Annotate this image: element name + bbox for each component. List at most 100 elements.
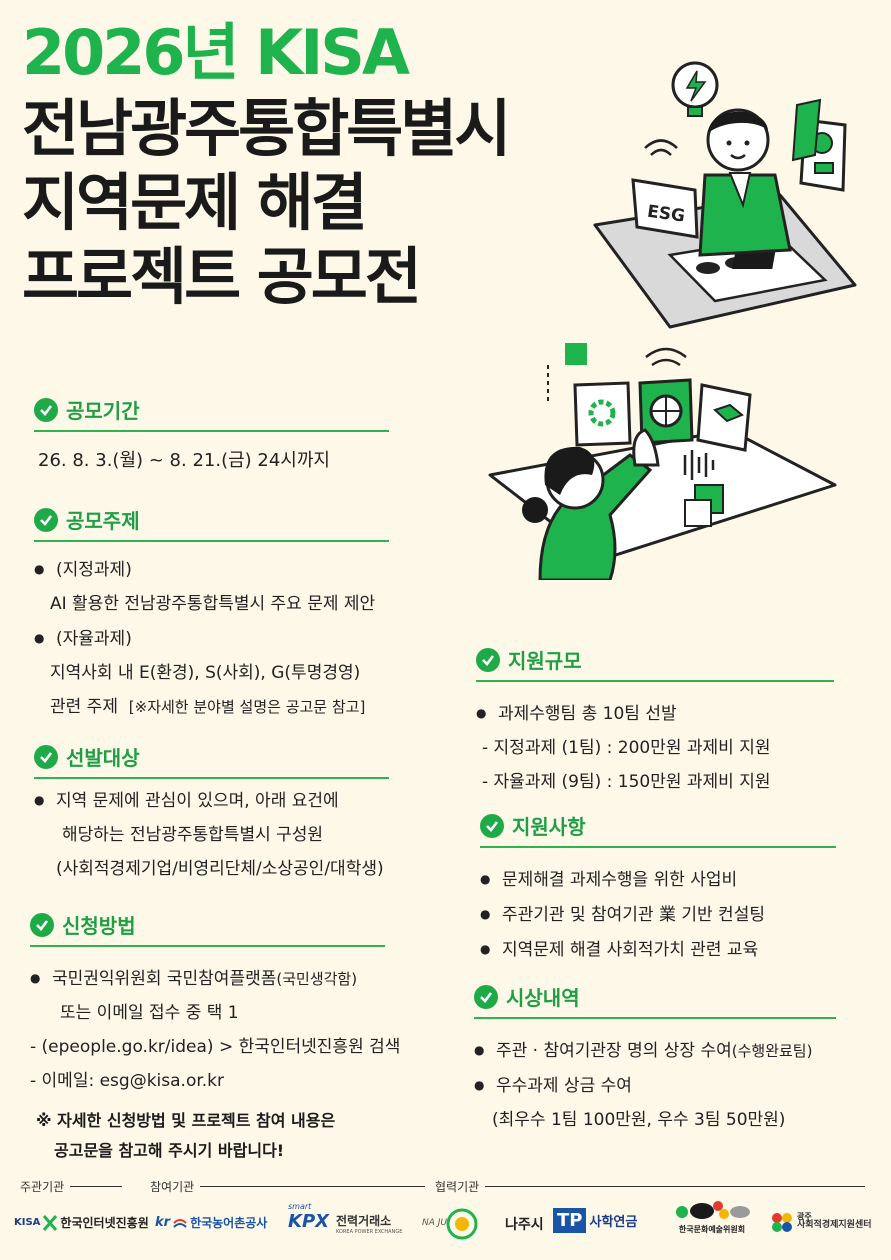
method-line-1: 국민권익위원회 국민참여플랫폼(국민생각함) [30, 961, 385, 996]
footer-participant-label: 참여기관 [150, 1178, 426, 1195]
kpx-smart: smart [288, 1202, 312, 1211]
section-topic-title: 공모주제 [66, 509, 140, 533]
title-line-2: 전남광주통합특별시 [22, 92, 511, 165]
section-method: 신청방법 국민권익위원회 국민참여플랫폼(국민생각함) 또는 이메일 접수 중 … [30, 910, 401, 1166]
title-line-4: 프로젝트 공모전 [22, 240, 422, 313]
naju-name: 나주시 [505, 1217, 544, 1233]
support-line-3: 지역문제 해결 사회적가치 관련 교육 [480, 932, 836, 967]
logo-kpx: smart KPX [288, 1202, 329, 1232]
section-support: 지원사항 문제해결 과제수행을 위한 사업비 주관기관 및 참여기관 業 기반 … [480, 811, 836, 967]
scale-line-2: - 지정과제 (1팀) : 200만원 과제비 지원 [482, 738, 771, 758]
kisa-name: 한국인터넷진흥원 [60, 1216, 149, 1230]
logo-krc: kr 한국농어촌공사 [155, 1214, 267, 1231]
logo-arko: 한국문화예술위원회 [672, 1200, 752, 1235]
participant-label: 참여기관 [150, 1180, 195, 1194]
section-method-title: 신청방법 [62, 914, 136, 938]
kpx-mark: KPX [288, 1211, 330, 1232]
arko-name: 한국문화예술위원회 [678, 1225, 746, 1234]
divider [70, 1186, 123, 1187]
scale-line-1: 과제수행팀 총 10팀 선발 [476, 696, 834, 731]
check-circle-icon [476, 647, 500, 672]
krc-mark: kr [155, 1215, 171, 1230]
section-support-header: 지원사항 [480, 811, 836, 848]
divider [485, 1186, 866, 1187]
footer-labels: 주관기관 참여기관 협력기관 [20, 1178, 875, 1198]
footer-host-label: 주관기관 [20, 1178, 123, 1195]
tp-mark: TP [553, 1208, 587, 1233]
arko-logo-icon [676, 1201, 750, 1219]
krc-logo-icon [173, 1218, 187, 1228]
topic-line-3: (자율과제) [34, 621, 389, 656]
check-circle-icon [34, 507, 58, 532]
illustration-man-esg: ESG [593, 61, 857, 329]
section-scale: 지원규모 과제수행팀 총 10팀 선발 - 지정과제 (1팀) : 200만원 … [476, 645, 834, 799]
eligibility-line-1: 지역 문제에 관심이 있으며, 아래 요건에 [34, 783, 389, 818]
section-awards-header: 시상내역 [474, 982, 836, 1019]
method-line-4: - 이메일: esg@kisa.or.kr [30, 1071, 225, 1091]
section-scale-title: 지원규모 [508, 649, 582, 673]
support-line-2: 주관기관 및 참여기관 業 기반 컨설팅 [480, 897, 836, 932]
naju-logo-icon [446, 1208, 478, 1240]
section-awards-title: 시상내역 [506, 986, 580, 1010]
awards-line-1-sub: (수행완료팀) [731, 1042, 813, 1060]
topic-line-2: AI 활용한 전남광주통합특별시 주요 문제 제안 [50, 594, 376, 614]
poster-title: 2026년 KISA 전남광주통합특별시 지역문제 해결 프로젝트 공모전 [22, 16, 511, 313]
kpx-name: 전력거래소 [336, 1214, 392, 1228]
method-note-1: ※ 자세한 신청방법 및 프로젝트 참여 내용은 [36, 1111, 336, 1130]
naju-mark: NA JU [422, 1218, 447, 1228]
awards-line-1: 주관 · 참여기관장 명의 상장 수여(수행완료팀) [474, 1033, 836, 1068]
section-eligibility-header: 선발대상 [34, 742, 389, 779]
period-text: 26. 8. 3.(월) ~ 8. 21.(금) 24시까지 [38, 450, 330, 471]
section-method-header: 신청방법 [30, 910, 385, 947]
eligibility-line-3: (사회적경제기업/비영리단체/소상공인/대학생) [56, 859, 384, 879]
section-period-header: 공모기간 [34, 395, 389, 432]
support-line-1: 문제해결 과제수행을 위한 사업비 [480, 862, 836, 897]
check-circle-icon [474, 984, 498, 1009]
section-topic: 공모주제 (지정과제) AI 활용한 전남광주통합특별시 주요 문제 제안 (자… [34, 505, 389, 724]
check-circle-icon [480, 813, 504, 838]
gwangju-logo-icon [772, 1213, 792, 1232]
section-topic-header: 공모주제 [34, 505, 389, 542]
logo-tp: TP 사학연금 [553, 1208, 637, 1233]
kpx-en: KOREA POWER EXCHANGE [336, 1229, 403, 1235]
method-line-1-sub: (국민생각함) [276, 970, 358, 988]
topic-line-4: 지역사회 내 E(환경), S(사회), G(투명경영) [50, 663, 361, 683]
check-circle-icon [30, 912, 54, 937]
host-label: 주관기관 [20, 1180, 65, 1194]
method-line-3: - (epeople.go.kr/idea) > 한국인터넷진흥원 검색 [30, 1037, 401, 1057]
logo-gwangju-center: 광주 사회적경제지원센터 [770, 1210, 872, 1234]
method-line-1-text: 국민권익위원회 국민참여플랫폼 [52, 969, 277, 989]
section-period-title: 공모기간 [66, 399, 140, 423]
awards-line-3: (최우수 1팀 100만원, 우수 3팀 50만원) [492, 1110, 786, 1130]
topic-line-1: (지정과제) [34, 552, 389, 587]
section-awards: 시상내역 주관 · 참여기관장 명의 상장 수여(수행완료팀) 우수과제 상금 … [474, 982, 836, 1137]
gwangju-name: 사회적경제지원센터 [797, 1220, 872, 1231]
tp-name: 사학연금 [589, 1215, 638, 1230]
gwangju-text: 광주 사회적경제지원센터 [797, 1211, 872, 1232]
method-line-2: 또는 이메일 접수 중 택 1 [60, 1003, 239, 1023]
title-line-3: 지역문제 해결 [22, 166, 368, 239]
divider [200, 1186, 426, 1187]
awards-line-2: 우수과제 상금 수여 [474, 1068, 836, 1103]
gwangju-mark: 광주 [797, 1211, 812, 1221]
section-eligibility-title: 선발대상 [66, 746, 140, 770]
topic-note: [※자세한 분야별 설명은 공고문 참고] [128, 698, 366, 716]
section-period: 공모기간 26. 8. 3.(월) ~ 8. 21.(금) 24시까지 [34, 395, 389, 478]
topic-line-5: 관련 주제 [※자세한 분야별 설명은 공고문 참고] [34, 690, 389, 724]
partner-label: 협력기관 [435, 1180, 480, 1194]
logo-kpx-text: 전력거래소 KOREA POWER EXCHANGE [336, 1212, 402, 1235]
scale-line-3: - 자율과제 (9팀) : 150만원 과제비 지원 [482, 772, 771, 792]
section-support-title: 지원사항 [512, 815, 586, 839]
topic-line-5-text: 관련 주제 [50, 697, 118, 717]
footer-logos: KISA 한국인터넷진흥원 kr 한국농어촌공사 smart KPX 전력거래소… [10, 1200, 881, 1250]
naju-emblem: NA JU [422, 1206, 502, 1242]
krc-name: 한국농어촌공사 [190, 1216, 268, 1230]
title-line-1: 2026년 KISA [22, 16, 410, 89]
kisa-mark: KISA [14, 1217, 41, 1228]
illustration-woman-tech [488, 343, 837, 580]
check-circle-icon [34, 397, 58, 422]
logo-naju: NA JU 나주시 [422, 1206, 544, 1242]
footer-partner-label: 협력기관 [435, 1178, 866, 1195]
awards-line-1-text: 주관 · 참여기관장 명의 상장 수여 [496, 1041, 732, 1061]
